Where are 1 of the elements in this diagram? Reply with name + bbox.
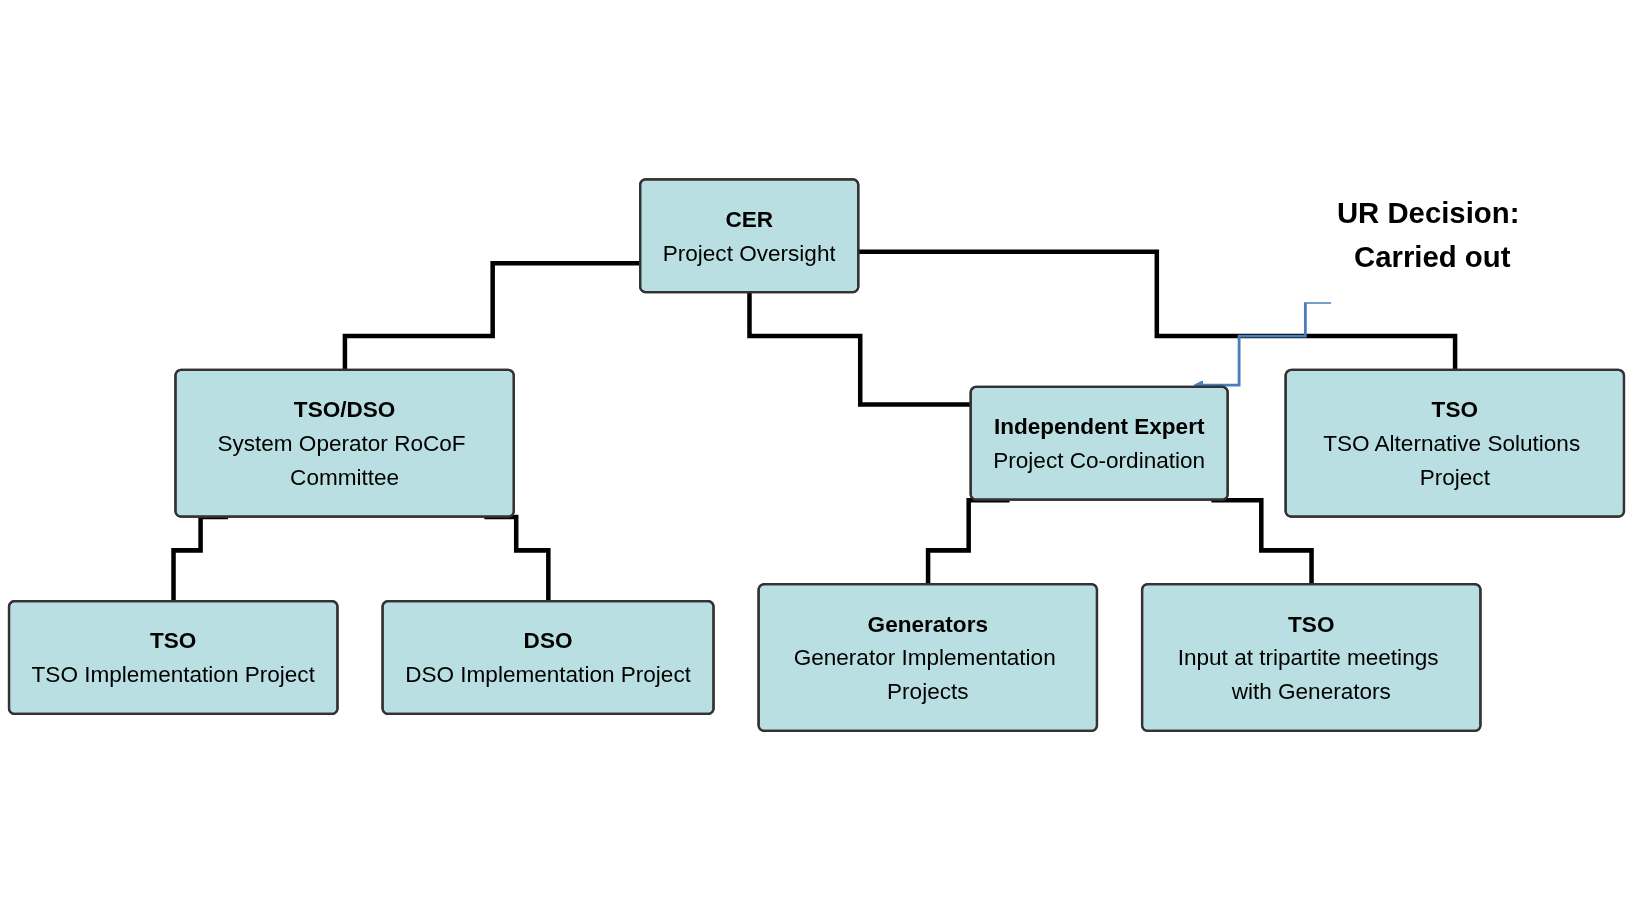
node-text: UR Decision: Carried out — [1336, 196, 1520, 275]
